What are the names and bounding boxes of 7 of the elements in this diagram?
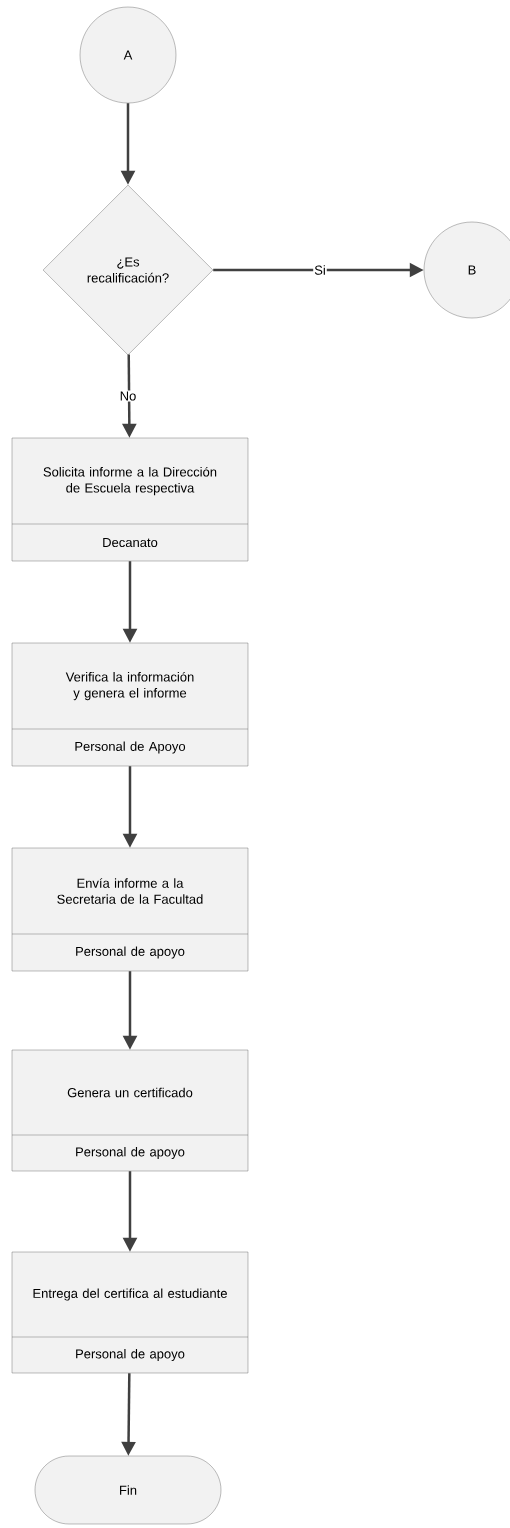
process-box: Envía informe a la Secretaria de la Facultad Personal de apoyo bbox=[11, 847, 249, 972]
process-box: Solicita informe a la Dirección de Escuela respectiva Decanato bbox=[11, 437, 249, 562]
edge-label: Si bbox=[313, 264, 327, 276]
process-box: Verifica la información y genera el informe Personal de Apoyo bbox=[11, 642, 249, 767]
process-box: Genera un certificado Personal de apoyo bbox=[11, 1049, 249, 1172]
process-box: Entrega del certifica al estudiante Personal de apoyo bbox=[11, 1251, 249, 1374]
edge-label: No bbox=[118, 390, 138, 402]
